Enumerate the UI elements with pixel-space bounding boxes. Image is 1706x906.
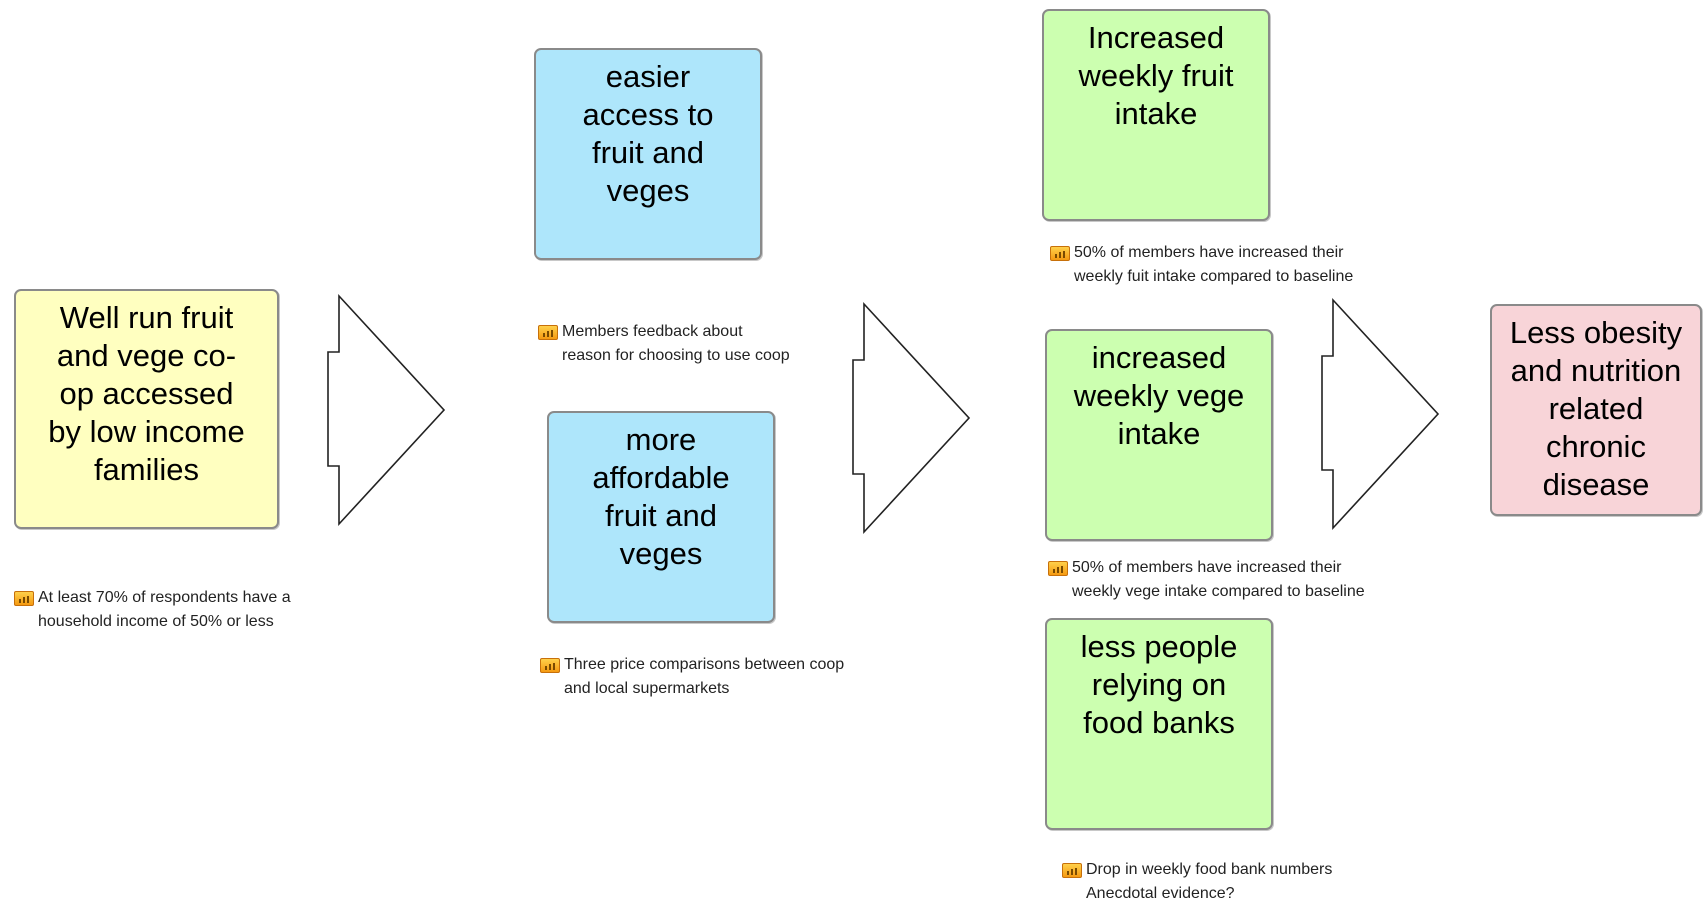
indicator-income[interactable]: At least 70% of respondents have a house… xyxy=(14,586,291,634)
arrow-right-icon xyxy=(852,301,971,535)
indicator-fruit-intake-text: 50% of members have increased their week… xyxy=(1074,244,1354,285)
indicator-price-comparisons-text: Three price comparisons between coop and… xyxy=(564,656,845,697)
outcome-box-less-obesity[interactable]: Less obesity and nutrition related chron… xyxy=(1490,304,1702,516)
bar-chart-icon xyxy=(1062,863,1082,878)
arrow-right-icon xyxy=(327,293,446,527)
outcome-box-more-affordable-label: more affordable fruit and veges xyxy=(592,422,730,571)
indicator-income-text: At least 70% of respondents have a house… xyxy=(38,589,291,630)
indicator-food-bank-numbers[interactable]: Drop in weekly food bank numbers Anecdot… xyxy=(1062,858,1332,906)
indicator-member-feedback-text: Members feedback about reason for choosi… xyxy=(562,323,790,364)
indicator-member-feedback[interactable]: Members feedback about reason for choosi… xyxy=(538,320,790,368)
outcome-box-more-affordable[interactable]: more affordable fruit and veges xyxy=(547,411,775,623)
outcome-box-food-banks[interactable]: less people relying on food banks xyxy=(1045,618,1273,830)
outcome-box-coop[interactable]: Well run fruit and vege co- op accessed … xyxy=(14,289,279,529)
indicator-fruit-intake[interactable]: 50% of members have increased their week… xyxy=(1050,241,1353,289)
outcome-box-fruit-intake-label: Increased weekly fruit intake xyxy=(1078,20,1234,131)
outcome-box-easier-access[interactable]: easier access to fruit and veges xyxy=(534,48,762,260)
outcome-box-fruit-intake[interactable]: Increased weekly fruit intake xyxy=(1042,9,1270,221)
bar-chart-icon xyxy=(14,591,34,606)
indicator-price-comparisons[interactable]: Three price comparisons between coop and… xyxy=(540,653,844,701)
outcome-box-coop-label: Well run fruit and vege co- op accessed … xyxy=(48,300,245,487)
indicator-vege-intake-text: 50% of members have increased their week… xyxy=(1072,559,1365,600)
bar-chart-icon xyxy=(538,325,558,340)
outcome-box-vege-intake[interactable]: increased weekly vege intake xyxy=(1045,329,1273,541)
outcome-box-easier-access-label: easier access to fruit and veges xyxy=(582,59,714,208)
bar-chart-icon xyxy=(1048,561,1068,576)
bar-chart-icon xyxy=(540,658,560,673)
indicator-food-bank-numbers-text: Drop in weekly food bank numbers Anecdot… xyxy=(1086,861,1333,902)
outcome-box-food-banks-label: less people relying on food banks xyxy=(1080,629,1238,740)
indicator-vege-intake[interactable]: 50% of members have increased their week… xyxy=(1048,556,1365,604)
bar-chart-icon xyxy=(1050,246,1070,261)
arrow-right-icon xyxy=(1321,297,1440,531)
outcome-box-less-obesity-label: Less obesity and nutrition related chron… xyxy=(1509,315,1683,502)
outcome-box-vege-intake-label: increased weekly vege intake xyxy=(1073,340,1245,451)
